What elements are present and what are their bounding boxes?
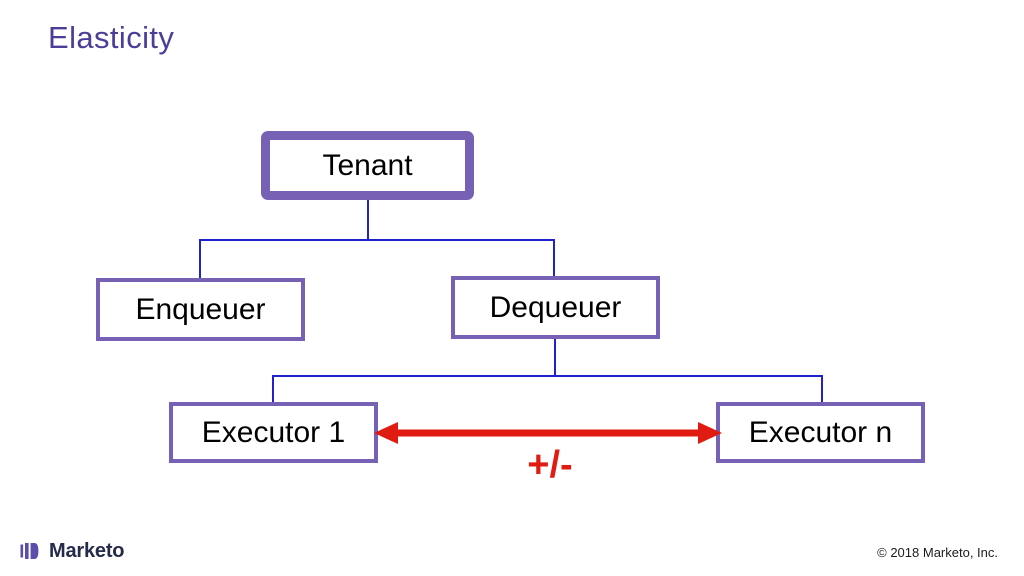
connector-tenant-to-dequeuer bbox=[553, 239, 555, 277]
node-enqueuer[interactable]: Enqueuer bbox=[96, 278, 305, 341]
connector-tenant-to-enqueuer bbox=[199, 239, 201, 279]
elasticity-plus-minus-label: +/- bbox=[527, 444, 573, 486]
node-executor-n[interactable]: Executor n bbox=[716, 402, 925, 463]
marketo-wordmark: Marketo bbox=[49, 540, 125, 562]
node-dequeuer-label: Dequeuer bbox=[489, 290, 622, 324]
copyright-text: © 2018 Marketo, Inc. bbox=[877, 545, 998, 560]
node-executor-n-label: Executor n bbox=[748, 415, 893, 449]
node-tenant[interactable]: Tenant bbox=[261, 131, 474, 200]
connector-dequeuer-to-executor-1 bbox=[272, 375, 274, 403]
connector-tenant-split-bar bbox=[199, 239, 555, 241]
node-enqueuer-label: Enqueuer bbox=[135, 292, 266, 326]
node-dequeuer[interactable]: Dequeuer bbox=[451, 276, 660, 339]
page-title: Elasticity bbox=[48, 20, 175, 55]
connector-dequeuer-split-bar bbox=[272, 375, 823, 377]
slide-footer: Marketo © 2018 Marketo, Inc. bbox=[0, 528, 1024, 576]
node-executor-1[interactable]: Executor 1 bbox=[169, 402, 378, 463]
node-tenant-label: Tenant bbox=[322, 148, 413, 182]
elasticity-double-arrow-icon bbox=[374, 422, 722, 444]
elasticity-diagram: Tenant Enqueuer Dequeuer Executor 1 Exec… bbox=[96, 131, 925, 486]
marketo-bars-icon bbox=[20, 543, 39, 559]
connector-dequeuer-stem bbox=[554, 339, 556, 376]
connector-dequeuer-to-executor-n bbox=[821, 375, 823, 403]
node-executor-1-label: Executor 1 bbox=[201, 415, 346, 449]
connector-tenant-stem bbox=[367, 199, 369, 240]
marketo-logo: Marketo bbox=[20, 540, 124, 562]
